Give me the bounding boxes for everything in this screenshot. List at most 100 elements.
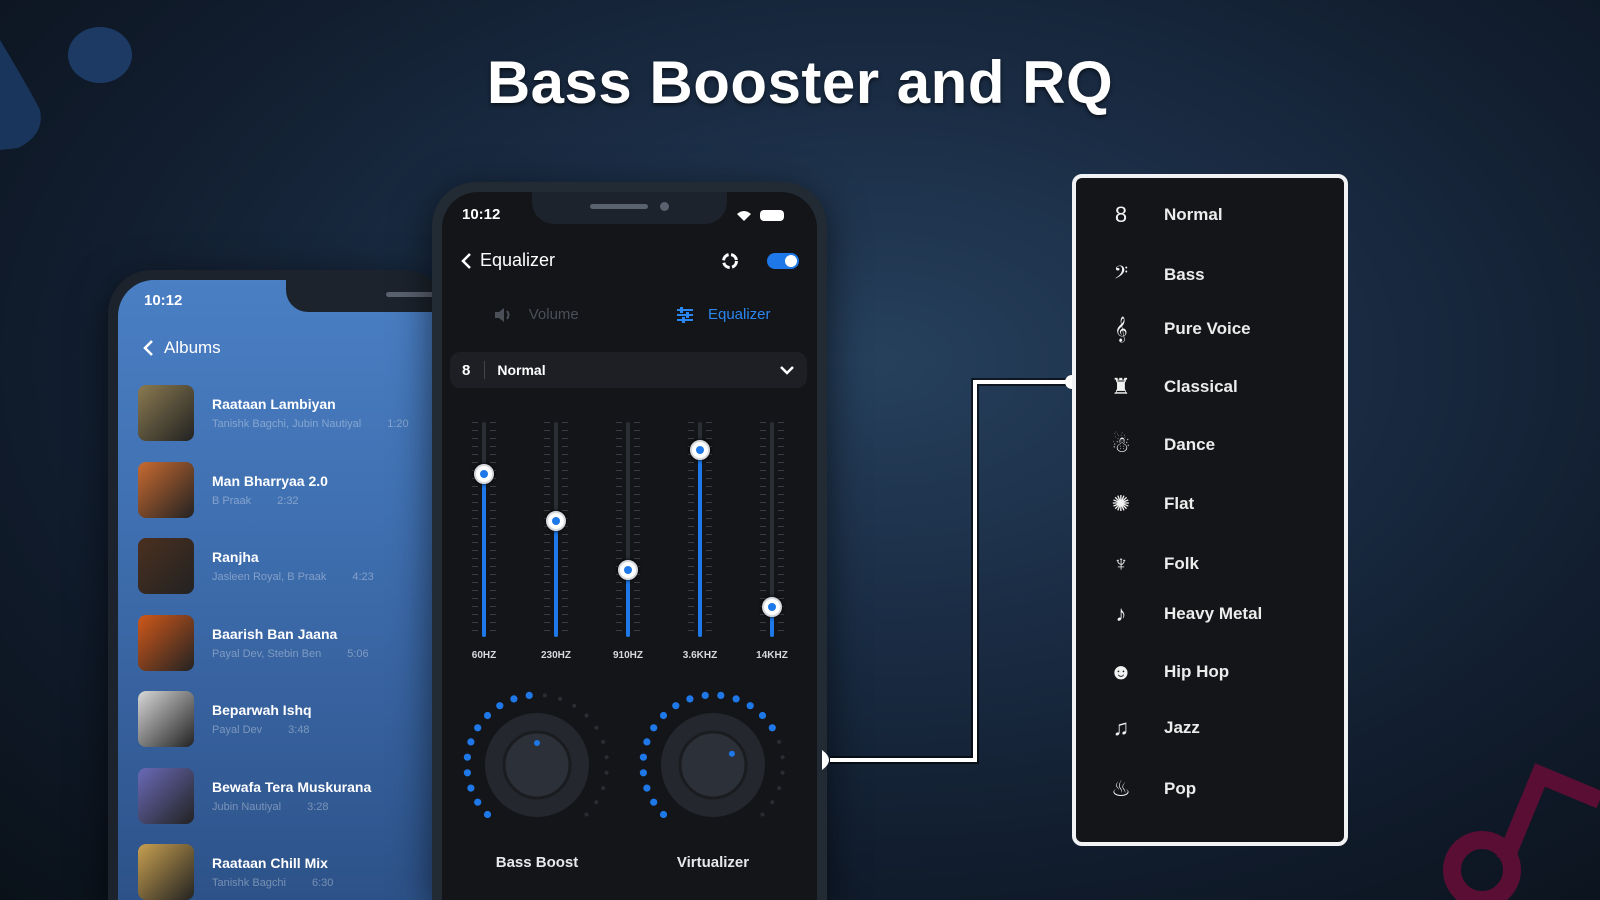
slider-track	[626, 422, 630, 637]
eq-band-slider[interactable]: 230HZ	[536, 422, 576, 672]
band-label: 60HZ	[471, 650, 497, 661]
dial-level-dot	[777, 739, 782, 744]
equalizer-enable-toggle[interactable]	[767, 252, 799, 269]
slider-knob[interactable]	[690, 439, 710, 460]
track-artist: Jasleen Royal, B Praak	[212, 571, 327, 584]
wifi-icon	[737, 211, 751, 221]
slider-knob[interactable]	[474, 463, 494, 484]
slider-knob[interactable]	[546, 510, 566, 531]
album-art	[138, 691, 194, 748]
music-note-decoration-top-left	[0, 27, 132, 150]
dial-level-dot	[643, 784, 651, 792]
slider-scale	[634, 422, 640, 637]
eq-band-slider[interactable]: 910HZ	[608, 422, 648, 672]
dial-level-dot	[584, 713, 589, 718]
preset-value: Normal	[497, 362, 546, 378]
dial-label: Virtualizer	[676, 854, 750, 871]
music-note-decoration-bottom-right	[1443, 763, 1600, 900]
dial-level-dot	[467, 738, 475, 746]
dial-level-dot	[639, 769, 647, 777]
track-title: Ranjha	[212, 549, 259, 566]
dial-level-dot	[746, 702, 754, 710]
dial-level-dot	[672, 702, 680, 710]
track-artist: Payal Dev, Stebin Ben	[212, 647, 322, 660]
album-art	[138, 767, 194, 824]
track-artist: Payal Dev	[212, 724, 263, 737]
preset-label: Dance	[1164, 435, 1216, 454]
dial-level-dot	[659, 711, 668, 720]
preset-item-folk[interactable]: ♆Folk	[1106, 549, 1199, 579]
album-art	[138, 538, 194, 595]
eq-band-slider[interactable]: 14KHZ	[752, 422, 792, 672]
preset-item-hip-hop[interactable]: ☻Hip Hop	[1106, 657, 1229, 687]
reset-icon[interactable]	[721, 252, 739, 270]
phone-notch	[532, 192, 727, 224]
track-title: Raataan Lambiyan	[212, 396, 336, 413]
dial-level-dot	[496, 702, 504, 710]
preset-item-dance[interactable]: ☃Dance	[1106, 430, 1215, 460]
piano-icon: ♜	[1111, 374, 1131, 399]
preset-item-pop[interactable]: ♨Pop	[1106, 774, 1196, 804]
dial-level-dot	[601, 739, 606, 744]
slider-knob[interactable]	[618, 560, 638, 581]
dial-level-dot	[558, 696, 563, 701]
preset-item-flat[interactable]: ✺Flat	[1106, 489, 1194, 519]
slider-scale	[706, 422, 712, 637]
preset-dropdown[interactable]: 8 Normal	[450, 352, 807, 388]
band-label: 910HZ	[612, 650, 643, 661]
dial-level-dot	[463, 769, 471, 777]
slider-fill	[770, 606, 774, 637]
dial-level-dot	[701, 691, 709, 699]
dial-level-dot	[510, 695, 518, 703]
dial-knob	[502, 730, 572, 800]
chevron-left-icon[interactable]	[142, 339, 154, 357]
dial-level-dot	[594, 725, 599, 730]
slider-scale	[490, 422, 496, 637]
dial-level-dot	[604, 770, 609, 775]
hip-hop-icon: ☻	[1109, 659, 1133, 684]
slider-scale	[778, 422, 784, 637]
dial-level-dot	[780, 755, 785, 760]
folk-icon: ♆	[1112, 551, 1130, 576]
dial-level-dot	[758, 711, 767, 720]
preset-item-bass[interactable]: 𝄢Bass	[1106, 260, 1205, 290]
tab-equalizer[interactable]: Equalizer	[630, 306, 818, 323]
dial-level-dot	[467, 784, 475, 792]
chevron-left-icon[interactable]	[460, 252, 472, 270]
tab-volume-label: Volume	[528, 306, 579, 323]
tab-volume[interactable]: Volume	[442, 306, 630, 323]
dial-level-dot	[542, 693, 547, 698]
preset-label: Pop	[1164, 779, 1197, 798]
eq-band-slider[interactable]: 60HZ	[464, 422, 504, 672]
band-label: 230HZ	[540, 650, 571, 661]
preset-label: Pure Voice	[1164, 319, 1251, 338]
phone-notch	[286, 280, 448, 312]
preset-item-jazz[interactable]: ♫Jazz	[1106, 713, 1200, 743]
dial-level-dot	[686, 695, 694, 703]
preset-label: Bass	[1164, 265, 1205, 284]
dial-level-dot	[594, 800, 599, 805]
track-title: Man Bharryaa 2.0	[212, 472, 328, 489]
rotary-dial[interactable]	[638, 690, 788, 840]
preset-item-classical[interactable]: ♜Classical	[1106, 372, 1238, 402]
preset-item-heavy-metal[interactable]: ♪Heavy Metal	[1106, 599, 1263, 629]
track-artist: Tanishk Bagchi	[212, 877, 286, 890]
preset-item-pure-voice[interactable]: 𝄞Pure Voice	[1106, 314, 1251, 344]
eq-band-slider[interactable]: 3.6KHZ	[680, 422, 720, 672]
rotary-dial[interactable]	[462, 690, 612, 840]
slider-knob[interactable]	[762, 596, 782, 617]
